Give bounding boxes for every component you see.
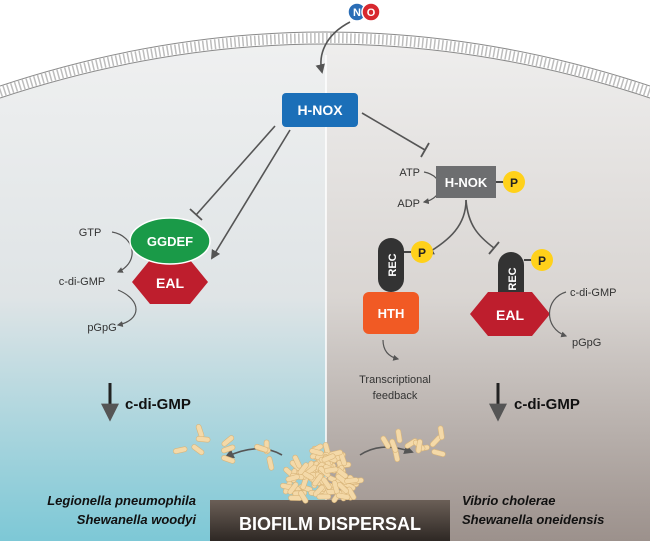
phosphate-rec-eal	[531, 249, 553, 271]
bacterium	[344, 477, 359, 484]
bacterium	[395, 428, 403, 444]
cell-membrane	[0, 31, 650, 99]
bacterium	[298, 490, 309, 504]
inhibit-line-eal-right	[465, 199, 495, 249]
bacterium	[309, 448, 324, 457]
cdigmp-hydrolysis-arrow-right	[549, 291, 568, 338]
left-pgpg-label: pGpG	[87, 322, 116, 334]
nitric-oxide-molecule: N O	[347, 2, 381, 22]
oxygen-label: O	[367, 7, 376, 19]
ggdef-domain: GGDEF	[129, 217, 211, 265]
rec-pill-hth	[378, 238, 404, 292]
phosphate-label-rec-hth: P	[418, 246, 426, 260]
oxygen-atom	[361, 2, 381, 22]
left-species-2: Shewanella woodyi	[77, 512, 197, 527]
rec-label-eal: REC	[507, 267, 519, 290]
eal-hexagon-left	[132, 260, 208, 304]
bacterium	[254, 444, 269, 453]
hnox-inhibit-ggdef	[195, 125, 276, 216]
eal-label-left: EAL	[156, 275, 184, 291]
bacterium	[221, 444, 236, 454]
feedback-line-2: feedback	[373, 390, 418, 402]
bacterium	[336, 481, 349, 494]
bacterium	[389, 438, 399, 453]
hnok-kinase: H-NOK P	[436, 166, 525, 198]
feedback-arrow	[382, 339, 400, 361]
nitrogen-label: N	[353, 7, 361, 19]
hth-label: HTH	[378, 306, 405, 321]
phosphate-label-rec-eal: P	[538, 254, 546, 268]
ggdef-label: GGDEF	[147, 234, 193, 249]
inhibit-bar-eal-right	[488, 241, 500, 255]
left-result-label: c-di-GMP	[125, 396, 191, 413]
bacterium	[287, 481, 299, 495]
bacterium	[292, 454, 302, 469]
hth-domain: HTH	[363, 292, 419, 334]
bacteria-cluster	[173, 424, 446, 504]
hnox-protein: H-NOX	[282, 93, 358, 127]
bacterium	[173, 446, 188, 454]
left-species-1: Legionella pneumophila	[47, 493, 196, 508]
bacterium	[191, 444, 205, 456]
left-cdigmp-label: c-di-GMP	[59, 276, 105, 288]
hnox-label: H-NOX	[297, 102, 343, 118]
hnox-inhibit-hnok	[361, 112, 426, 151]
bacterium	[380, 435, 391, 450]
gtp-conversion-arrow	[111, 231, 133, 273]
biofilm-substrate	[210, 500, 450, 541]
right-cdigmp-label: c-di-GMP	[570, 287, 616, 299]
bacterium	[316, 493, 332, 500]
bacterium	[312, 473, 324, 487]
bacterium	[321, 453, 336, 463]
ggdef-ellipse	[129, 217, 211, 265]
inhibit-bar-hnok	[420, 142, 430, 158]
adp-label: ADP	[397, 198, 420, 210]
bacterium	[346, 486, 357, 501]
feedback-line-1: Transcriptional	[359, 374, 431, 386]
gtp-label: GTP	[79, 227, 102, 239]
cdigmp-hydrolysis-arrow-left	[116, 289, 137, 327]
bacterium	[323, 466, 339, 474]
hnok-box	[436, 166, 496, 198]
atp-label: ATP	[399, 167, 420, 179]
right-result-label: c-di-GMP	[514, 396, 580, 413]
hnox-box	[282, 93, 358, 127]
biofilm-dispersal-label: BIOFILM DISPERSAL	[239, 514, 421, 534]
right-species-1: Vibrio cholerae	[462, 493, 555, 508]
phosphate-label-hnok: P	[510, 176, 518, 190]
right-species-2: Shewanella oneidensis	[462, 512, 604, 527]
bacterium	[335, 492, 351, 501]
eal-label-right: EAL	[496, 307, 524, 323]
rec-domain-hth: REC P	[378, 238, 433, 292]
bacterium	[415, 438, 423, 454]
eal-hexagon-right	[470, 292, 550, 336]
bacterium	[312, 484, 325, 497]
hnox-activate-eal	[211, 129, 291, 260]
eal-domain-right: EAL	[470, 292, 550, 336]
phosphate-hnok	[503, 171, 525, 193]
bacterium	[285, 474, 300, 483]
bacterium	[221, 435, 235, 447]
no-entry-arrow	[315, 21, 351, 74]
phosphate-rec-hth	[411, 241, 433, 263]
bacterium	[221, 455, 236, 464]
eal-domain-left: EAL	[132, 260, 208, 304]
inhibit-bar-ggdef	[189, 208, 203, 221]
bacterium	[437, 425, 445, 440]
bacterium	[266, 456, 275, 471]
right-pgpg-label: pGpG	[572, 337, 601, 349]
dispersal-arrow-left	[224, 448, 283, 459]
hnok-label: H-NOK	[445, 175, 488, 190]
rec-label-hth: REC	[387, 253, 399, 276]
bacterium	[195, 436, 211, 443]
hth-box	[363, 292, 419, 334]
bacterium	[431, 449, 446, 457]
